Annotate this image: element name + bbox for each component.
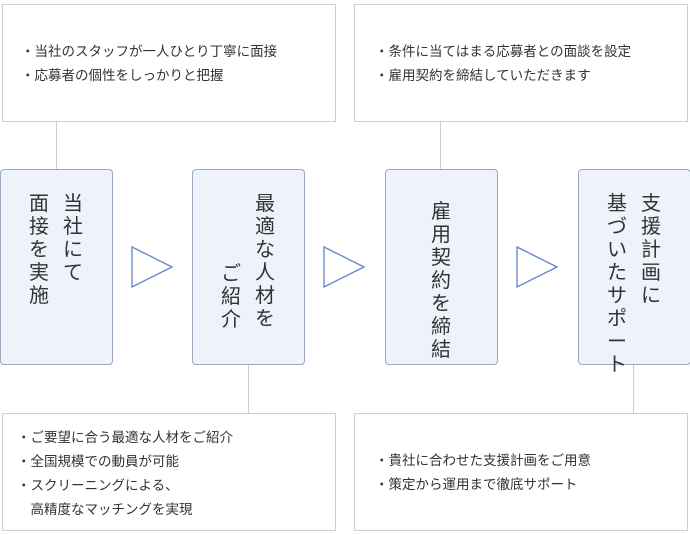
- step-char: ポ: [607, 306, 627, 330]
- note-box-matching: ・ご要望に合う最適な人材をご紹介 ・全国規模での動員が可能 ・スクリーニングによ…: [2, 413, 336, 531]
- note-box-interview: ・当社のスタッフが一人ひとり丁寧に面接 ・応募者の個性をしっかりと把握: [2, 4, 336, 122]
- note-line: ・当社のスタッフが一人ひとり丁寧に面接: [21, 44, 278, 60]
- step-char: 計: [641, 237, 661, 261]
- step-char: づ: [607, 214, 627, 238]
- step-char: て: [63, 260, 83, 284]
- step-char: 結: [431, 337, 451, 361]
- step-label-column: 最 適 な 人 材 を: [255, 192, 275, 330]
- step-char: 画: [641, 260, 661, 284]
- step-char: 基: [607, 191, 627, 215]
- note-line: ・貴社に合わせた支援計画をご用意: [375, 453, 591, 469]
- step-char: 締: [431, 314, 451, 338]
- step-char: な: [255, 237, 275, 261]
- step-char: に: [641, 283, 661, 307]
- step-box-support: 支 援 計 画 に 基 づ い た サ ポ ー ト: [578, 169, 690, 376]
- note-line: ・応募者の個性をしっかりと把握: [21, 68, 224, 84]
- step-label-column: 支 援 計 画 に: [641, 192, 661, 307]
- step-char: ー: [607, 329, 627, 353]
- step-char: 支: [641, 191, 661, 215]
- step-char: を: [29, 237, 49, 261]
- step-char: 社: [63, 214, 83, 238]
- step-char: 約: [431, 268, 451, 292]
- arrow-right-icon: [131, 245, 174, 289]
- step-box-contract: 雇 用 契 約 を 締 結: [385, 169, 498, 365]
- connector-line: [56, 122, 57, 169]
- note-line: ・条件に当てはまる応募者との面談を設定: [375, 44, 632, 60]
- arrow-right-icon: [323, 245, 366, 289]
- step-label-column: 当 社 に て: [63, 192, 83, 284]
- step-box-introduce: 最 適 な 人 材 を ご 紹 介: [192, 169, 305, 365]
- step-char: 実: [29, 260, 49, 284]
- step-label-column: ご 紹 介: [221, 262, 241, 331]
- step-char: 雇: [431, 199, 451, 223]
- note-line: ・策定から運用まで徹底サポート: [375, 477, 578, 493]
- step-char: 当: [63, 191, 83, 215]
- step-char: 最: [255, 191, 275, 215]
- step-char: 人: [255, 260, 275, 284]
- step-label-column: 基 づ い た サ ポ ー ト: [607, 192, 627, 376]
- step-char: 契: [431, 245, 451, 269]
- step-char: 用: [431, 222, 451, 246]
- step-char: を: [255, 306, 275, 330]
- step-char: ご: [221, 261, 241, 285]
- step-char: 介: [221, 307, 241, 331]
- step-char: た: [607, 260, 627, 284]
- step-box-interview: 当 社 に て 面 接 を 実 施: [0, 169, 113, 365]
- step-char: を: [431, 291, 451, 315]
- step-char: に: [63, 237, 83, 261]
- step-char: 援: [641, 214, 661, 238]
- step-char: サ: [607, 283, 627, 307]
- arrow-right-icon: [516, 245, 559, 289]
- note-line: ・ご要望に合う最適な人材をご紹介: [17, 430, 233, 446]
- step-char: い: [607, 237, 627, 261]
- step-label-column: 面 接 を 実 施: [29, 192, 49, 307]
- step-label-column: 雇 用 契 約 を 締 結: [431, 200, 451, 361]
- connector-line: [248, 365, 249, 413]
- note-box-contract: ・条件に当てはまる応募者との面談を設定 ・雇用契約を締結していただきます: [354, 4, 688, 122]
- step-char: 材: [255, 283, 275, 307]
- step-char: 施: [29, 283, 49, 307]
- step-char: ト: [607, 352, 627, 376]
- connector-line: [633, 365, 634, 413]
- note-line: ・雇用契約を締結していただきます: [375, 68, 591, 84]
- step-char: 接: [29, 214, 49, 238]
- note-line: 高精度なマッチングを実現: [17, 502, 193, 518]
- note-line: ・スクリーニングによる、: [17, 478, 179, 494]
- step-char: 紹: [221, 284, 241, 308]
- note-box-support-plan: ・貴社に合わせた支援計画をご用意 ・策定から運用まで徹底サポート: [354, 413, 688, 531]
- note-line: ・全国規模での動員が可能: [17, 454, 179, 470]
- connector-line: [440, 122, 441, 169]
- step-char: 面: [29, 191, 49, 215]
- step-char: 適: [255, 214, 275, 238]
